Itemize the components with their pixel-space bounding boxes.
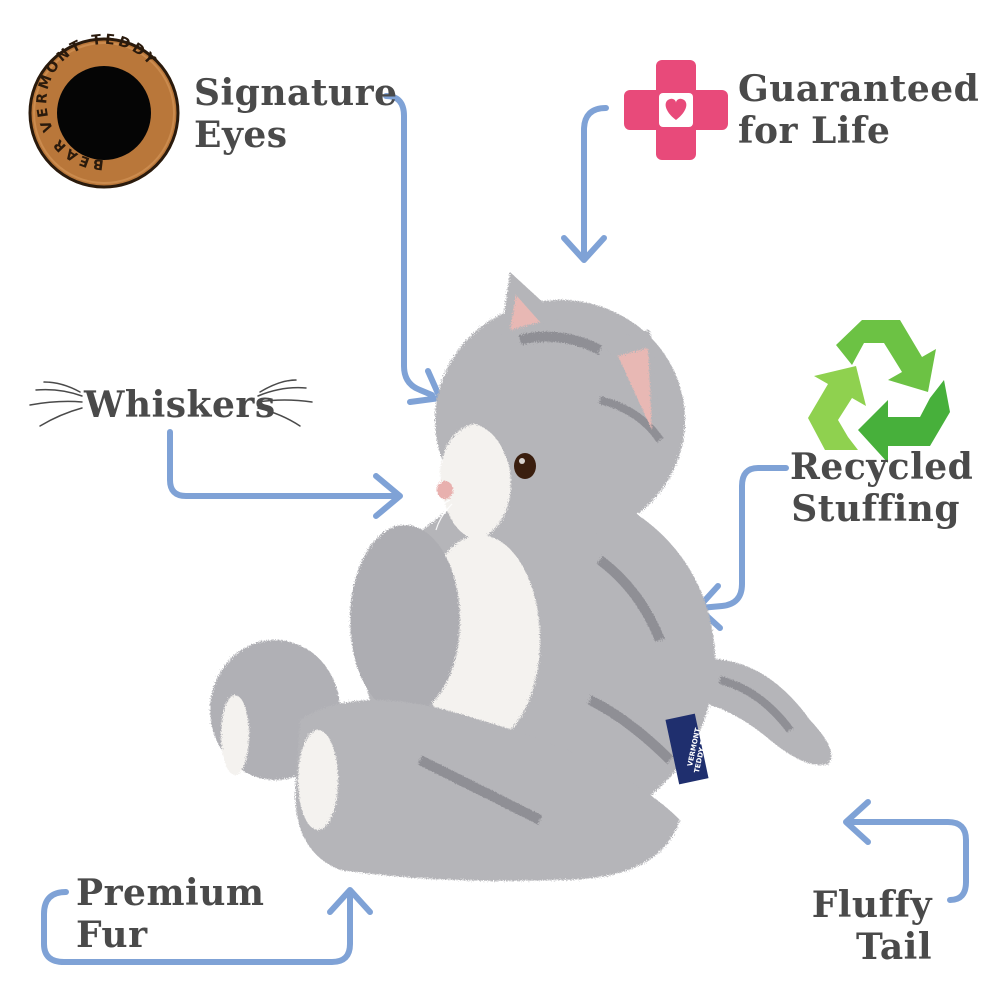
arrow-whiskers [167,429,401,499]
label-fluffy-tail: Fluffy Tail [800,884,932,968]
label-recycled-line1: Recycled [790,446,974,488]
label-guaranteed-line1: Guaranteed [738,68,980,110]
label-whiskers: Whiskers [84,384,276,426]
label-premium-fur: Premium Fur [76,872,264,956]
label-premium-fur-line2: Fur [76,914,148,956]
label-recycled: Recycled Stuffing [790,446,974,530]
arrow-fluffy-tail [845,819,969,903]
label-recycled-line2: Stuffing [791,488,960,530]
arrow-recycled [697,465,789,611]
arrow-guaranteed [581,105,609,261]
label-guaranteed-line2: for Life [738,110,891,152]
label-signature-eyes: Signature Eyes [194,72,398,156]
label-fluffy-tail-line1: Fluffy [811,884,932,926]
label-fluffy-tail-line2: Tail [855,926,932,968]
arrow-premium-fur [41,889,353,965]
label-signature-eyes-line2: Eyes [194,114,288,156]
label-guaranteed: Guaranteed for Life [738,68,979,152]
arrow-signature-eyes [383,93,435,398]
label-premium-fur-line1: Premium [76,872,265,914]
label-whiskers-line1: Whiskers [84,384,276,426]
label-signature-eyes-line1: Signature [194,72,398,114]
